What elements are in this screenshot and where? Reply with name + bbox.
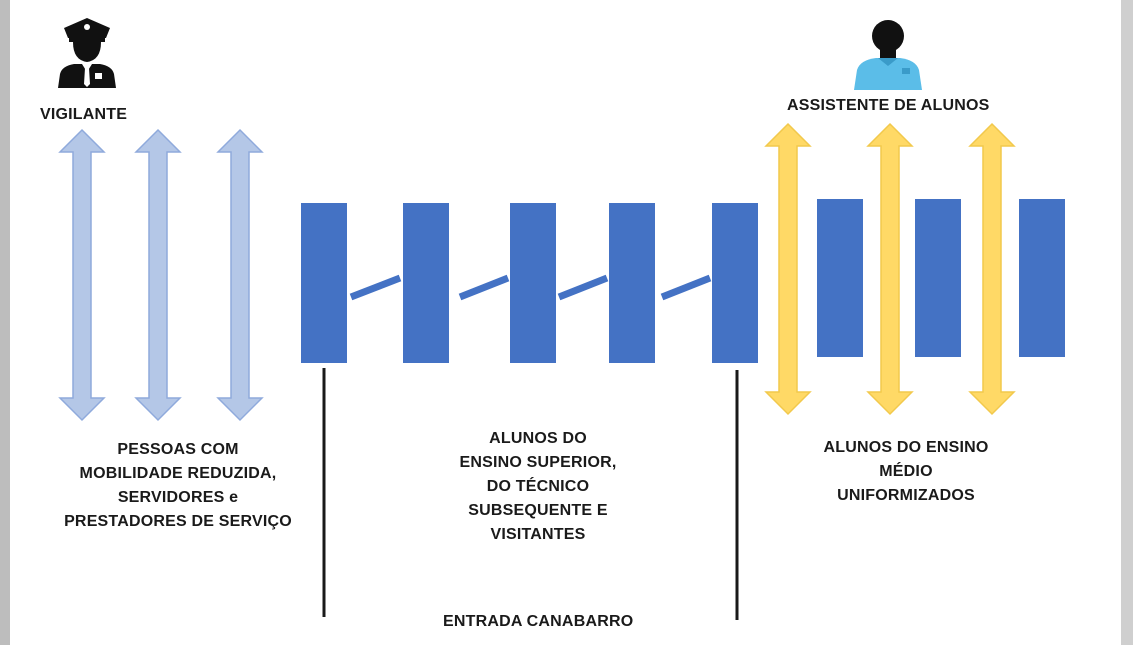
double-arrow-yellow-2	[866, 122, 914, 416]
middle-group-label: ALUNOS DO ENSINO SUPERIOR, DO TÉCNICO SU…	[459, 430, 617, 543]
security-guard-icon	[58, 18, 116, 88]
turnstile-bar-2	[458, 274, 510, 301]
page-left-edge	[0, 0, 10, 645]
vigilante-label: VIGILANTE	[40, 106, 128, 123]
double-arrow-yellow-1	[764, 122, 812, 416]
entrance-label: ENTRADA CANABARRO	[443, 613, 634, 630]
double-arrow-yellow-3	[968, 122, 1016, 416]
assistente-label: ASSISTENTE DE ALUNOS	[787, 97, 990, 114]
double-arrow-light-2	[134, 128, 182, 422]
double-arrow-light-1	[58, 128, 106, 422]
turnstile-block-7	[915, 199, 961, 357]
turnstile-block-5	[712, 203, 758, 363]
page-right-edge	[1121, 0, 1133, 645]
turnstile-bar-4	[660, 274, 712, 301]
right-group-label: ALUNOS DO ENSINO MÉDIO UNIFORMIZADOS	[823, 439, 989, 504]
turnstile-bar-3	[557, 274, 609, 301]
turnstile-block-2	[403, 203, 449, 363]
turnstile-block-8	[1019, 199, 1065, 357]
turnstile-block-1	[301, 203, 347, 363]
turnstile-bar-1	[349, 274, 402, 301]
double-arrow-light-3	[216, 128, 264, 422]
left-group-label: PESSOAS COM MOBILIDADE REDUZIDA, SERVIDO…	[64, 441, 292, 530]
turnstile-block-6	[817, 199, 863, 357]
turnstile-block-3	[510, 203, 556, 363]
turnstile-block-4	[609, 203, 655, 363]
student-assistant-icon	[854, 20, 922, 90]
